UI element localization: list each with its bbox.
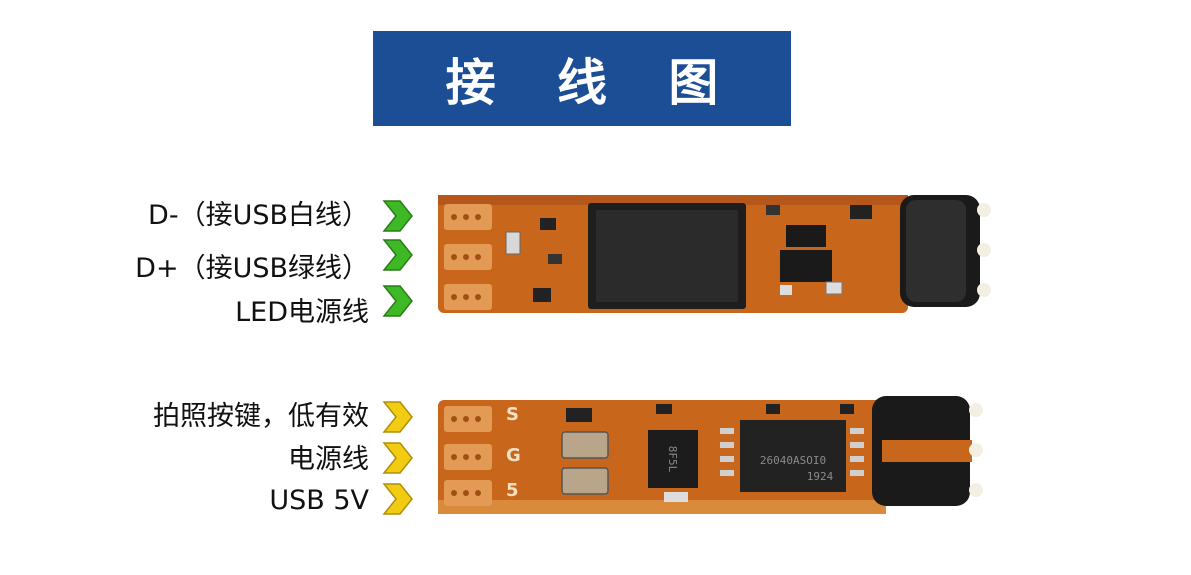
label-capture-button: 拍照按键，低有效 <box>153 401 369 432</box>
green-chevron-icon <box>382 200 413 232</box>
label-d-plus: D+（接USB绿线） <box>135 253 369 284</box>
label-led-power: LED电源线 <box>235 297 369 328</box>
bottom-transistor <box>648 430 698 488</box>
label-power-line: 电源线 <box>288 444 369 475</box>
yellow-chevron-icon <box>382 483 413 515</box>
pad-mark-g: G <box>506 445 521 466</box>
pad-mark-s: S <box>506 404 519 425</box>
bottom-pads <box>444 406 492 506</box>
green-chevron-icon <box>382 285 413 317</box>
bottom-soic-chip <box>740 420 846 492</box>
label-d-minus: D-（接USB白线） <box>148 200 369 231</box>
green-chevron-icon <box>382 239 413 271</box>
yellow-chevron-icon <box>382 401 413 433</box>
transistor-marking: 8F5L <box>666 446 679 473</box>
chip-date: 1924 <box>807 470 834 483</box>
pad-mark-5: 5 <box>506 480 519 501</box>
top-pads <box>444 204 492 310</box>
yellow-chevron-icon <box>382 442 413 474</box>
page-title: 接 线 图 <box>445 53 741 112</box>
title-banner: 接 线 图 <box>373 31 791 126</box>
chip-marking: 26040ASOI0 <box>760 454 826 467</box>
label-usb-5v: USB 5V <box>269 485 369 516</box>
